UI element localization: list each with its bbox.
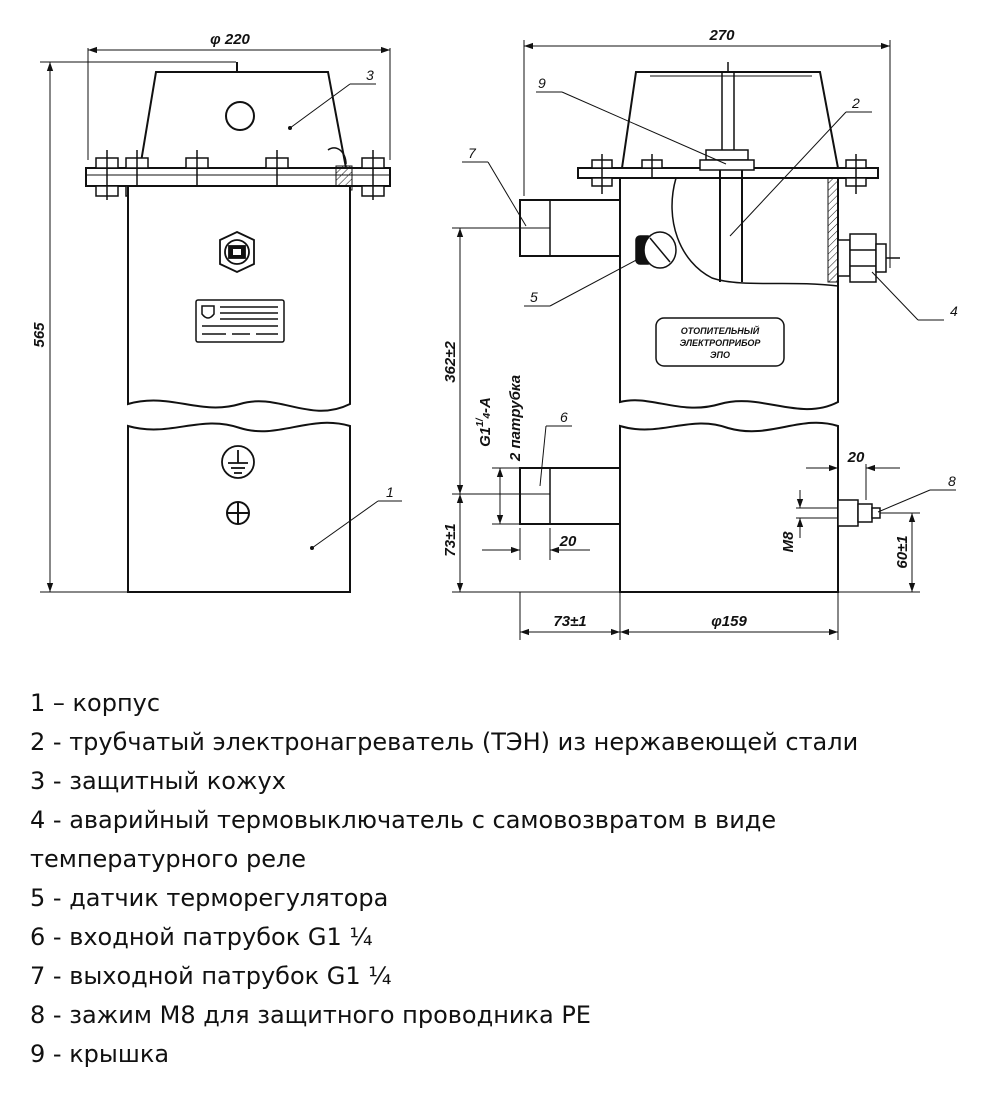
thermal-switch-icon [837,233,900,283]
callout-2: 2 [851,95,860,111]
ground-screw-icon [226,501,250,525]
rating-plate [195,299,285,343]
side-view [519,62,900,593]
nameplate-line-2: ЭЛЕКТРОПРИБОР [680,338,762,348]
nameplate-line-3: ЭПО [710,350,730,360]
dim-nozzle-count: 2 патрубка [507,375,524,462]
legend-item-5: 5 - датчик терморегулятора [30,884,389,912]
dim-diameter-body: φ159 [711,613,747,630]
dim-diameter-top: φ 220 [210,31,250,48]
callout-5: 5 [530,289,538,305]
callout-8: 8 [948,473,956,489]
inlet-nozzle [519,467,621,525]
ground-icon [221,445,255,479]
callout-7: 7 [468,145,477,161]
dim-height-upper: 362±2 [442,341,459,383]
legend-item-8: 8 - зажим М8 для защитного проводника РЕ [30,1001,591,1029]
dim-inlet-height: 73±1 [442,523,459,556]
dim-clamp-len: 20 [847,449,865,466]
side-dimensions [452,40,920,640]
thread-num: 1 [475,421,486,427]
ground-clamp-icon [837,499,881,527]
nameplate-line-1: ОТОПИТЕЛЬНЫЙ [681,325,760,336]
legend-item-4: 4 - аварийный термовыключатель с самовоз… [30,806,777,834]
svg-text:G11/4-A: G11/4-A [475,397,494,447]
nameplate [655,317,785,367]
legend-item-4-cont: температурного реле [30,845,307,873]
legend-list: 1 – корпус 2 - трубчатый электронагреват… [30,684,980,1074]
callout-6: 6 [560,409,568,425]
front-dimensions [40,46,391,593]
legend-item-9: 9 - крышка [30,1040,170,1068]
legend-item-1: 1 – корпус [30,689,161,717]
callout-1: 1 [386,484,394,500]
dim-height-total: 565 [31,322,48,348]
callout-4: 4 [950,303,958,319]
callout-9: 9 [538,75,546,91]
side-body-lower [619,421,839,593]
legend-item-2: 2 - трубчатый электронагреватель (ТЭН) и… [30,728,859,756]
thread-main: G1 [477,427,494,447]
dim-clamp-height: 60±1 [894,535,911,568]
thread-label: G11/4-A [475,397,494,447]
side-body-upper [619,177,839,411]
callout-3: 3 [366,67,374,83]
heater-terminal [692,71,760,171]
cable-gland-icon [219,231,255,273]
legend-item-7: 7 - выходной патрубок G1 ¼ [30,962,392,990]
thermostat-sensor-icon [635,231,677,269]
front-callouts [289,83,402,549]
front-body-upper [127,185,351,412]
thread-suffix: -A [477,397,494,413]
thread-den: 4 [482,413,493,420]
legend-item-3: 3 - защитный кожух [30,767,286,795]
dim-clamp-thread: M8 [780,531,797,552]
legend-item-6: 6 - входной патрубок G1 ¼ [30,923,373,951]
front-cover-hole [225,101,255,131]
dim-inlet-len: 73±1 [553,613,586,630]
dim-nozzle-len: 20 [559,533,577,550]
technical-drawing: φ 220 565 3 1 [31,27,958,640]
front-cover [138,71,348,169]
side-callouts [462,91,956,513]
front-view [85,62,391,593]
dim-width-total: 270 [708,27,735,44]
